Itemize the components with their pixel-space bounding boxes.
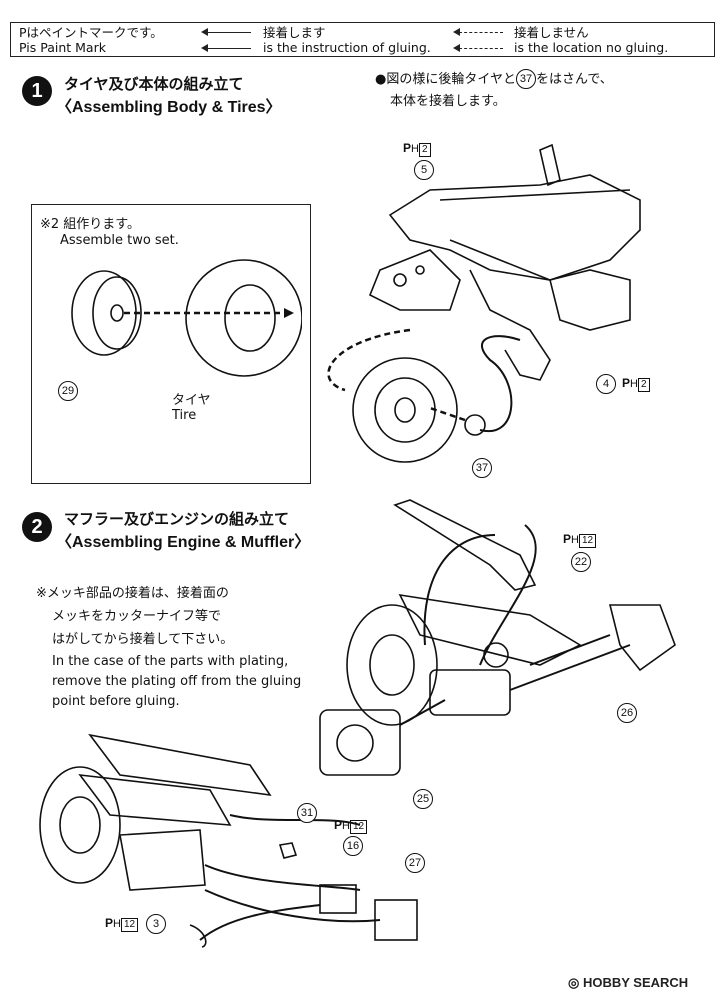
hobby-search-logo-icon: ◎: [568, 975, 583, 990]
step1-note-jp-2: 本体を接着します。: [390, 94, 506, 109]
legend-glue-jp: 接着します: [263, 25, 326, 40]
part-37-callout: 37: [515, 69, 536, 89]
inset-note-en: Assemble two set.: [60, 233, 179, 248]
step2-title-en: 〈Assembling Engine & Muffler〉: [56, 534, 311, 551]
plating-note-6: point before gluing.: [52, 694, 180, 709]
plating-note-1: ※メッキ部品の接着は、接着面の: [36, 586, 229, 601]
step1-title-en: 〈Assembling Body & Tires〉: [56, 99, 282, 116]
part-37-label: 37: [472, 458, 492, 478]
part-4-callout: 4: [596, 374, 616, 394]
step2-title-jp: マフラー及びエンジンの組み立て: [64, 510, 290, 528]
no-glue-arrow-icon: [453, 28, 503, 36]
inset-note-jp: ※2 組作ります。: [40, 217, 140, 232]
glue-arrow-icon: [201, 28, 251, 36]
body-frame-illustration: [327, 143, 641, 463]
legend-no-glue-jp: 接着しません: [514, 25, 589, 40]
part-3-callout: 3: [146, 914, 166, 934]
plating-note-2: メッキをカッターナイフ等で: [52, 609, 222, 624]
part-31-callout: 31: [297, 803, 317, 823]
legend-paint-mark-jp: Pはペイントマークです。: [19, 25, 163, 40]
legend-paint-mark-en: Pis Paint Mark: [19, 40, 106, 55]
watermark: ◎ HOBBY SEARCH: [568, 975, 689, 990]
step2-number: 2: [22, 512, 52, 542]
step1-note-jp-1: ●図の様に後輪タイヤと: [375, 72, 516, 87]
part-29-callout: 29: [58, 381, 78, 401]
tire-label-en: Tire: [172, 408, 197, 423]
part-25-callout: 25: [413, 789, 433, 809]
step1-title-jp: タイヤ及び本体の組み立て: [64, 75, 244, 93]
exhaust-assembly-illustration: [39, 733, 418, 948]
plating-note-5: remove the plating off from the gluing: [52, 674, 302, 689]
part-16-callout: 16: [343, 836, 363, 856]
part-5-callout: 5: [414, 160, 434, 180]
legend-bar: Pはペイントマークです。 Pis Paint Mark 接着します is the…: [10, 22, 715, 57]
wheel-and-tire-illustration: [71, 259, 302, 377]
glue-arrow-icon: [201, 44, 251, 52]
tire-inset-box: ※2 組作ります。 Assemble two set. 29 タイヤ Tire: [31, 204, 311, 484]
part-26-callout: 26: [617, 703, 637, 723]
plating-note-3: はがしてから接着して下さい。: [52, 632, 234, 647]
engine-muffler-illustration: [319, 499, 676, 776]
plating-note-4: In the case of the parts with plating,: [52, 654, 289, 669]
legend-glue-en: is the instruction of gluing.: [263, 40, 431, 55]
part-22-callout: 22: [571, 552, 591, 572]
no-glue-arrow-icon: [453, 44, 503, 52]
step1-number: 1: [22, 76, 52, 106]
legend-no-glue-en: is the location no gluing.: [514, 40, 669, 55]
step1-note-jp-1b: をはさんで、: [535, 72, 613, 87]
part-27-callout: 27: [405, 853, 425, 873]
tire-label-jp: タイヤ: [172, 393, 211, 408]
